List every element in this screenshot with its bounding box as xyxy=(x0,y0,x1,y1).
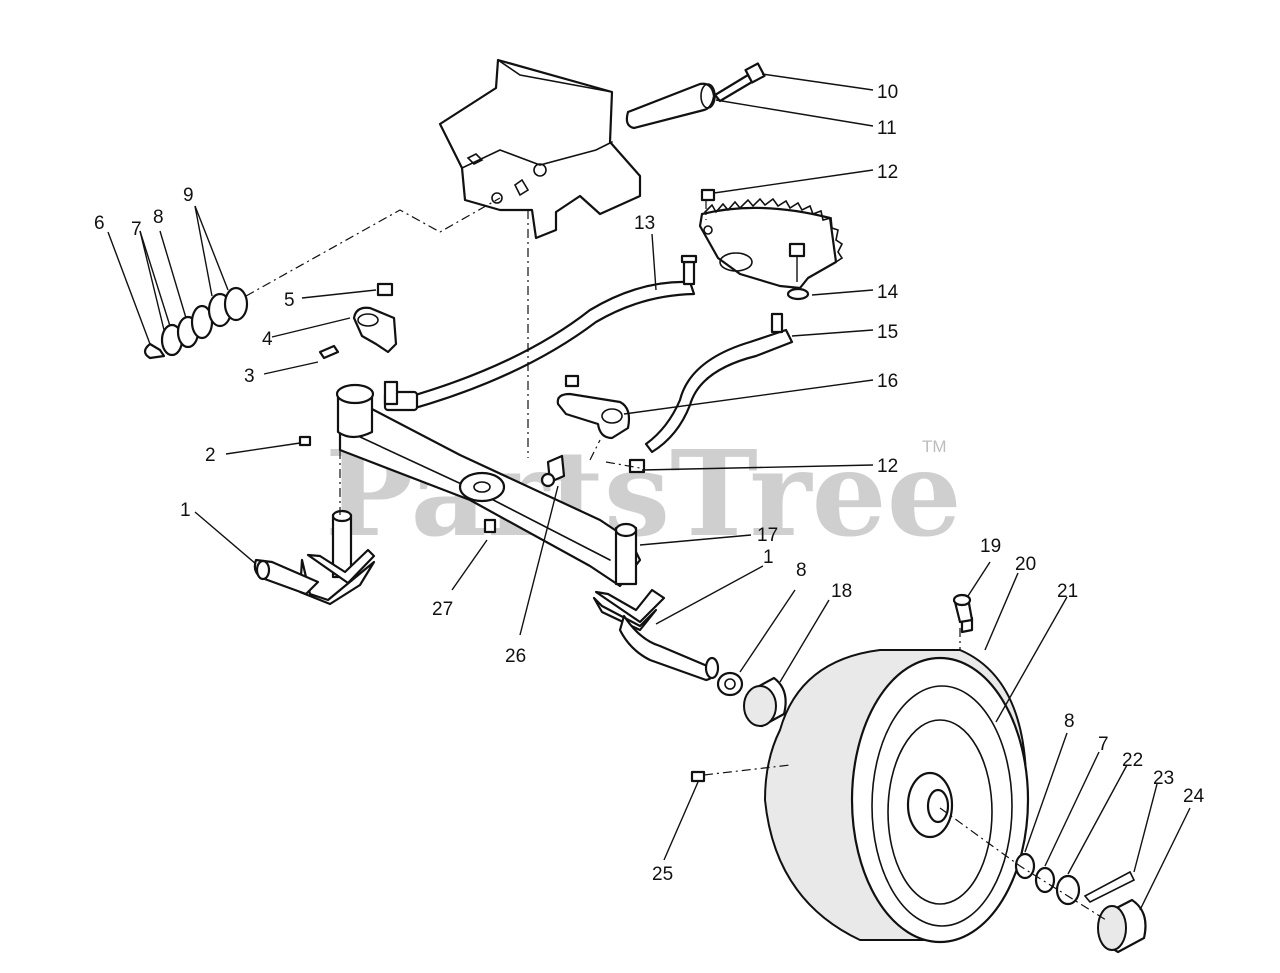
callout-24: 24 xyxy=(1183,786,1205,807)
washer-stack-left xyxy=(143,286,249,360)
steering-arm-right xyxy=(556,374,631,440)
right-spindle xyxy=(592,522,720,682)
callout-22: 22 xyxy=(1122,750,1143,771)
callout-17: 17 xyxy=(757,525,778,546)
callout-20: 20 xyxy=(1015,554,1036,575)
steering-gear-sector xyxy=(698,197,844,301)
frame-bracket xyxy=(438,58,642,240)
front-axle-beam xyxy=(298,383,642,588)
callout-2: 2 xyxy=(205,445,216,466)
hub-washer-8 xyxy=(1014,852,1036,880)
front-wheel-assembly xyxy=(763,593,1030,944)
callout-19: 19 xyxy=(980,536,1001,557)
callout-10: 10 xyxy=(877,82,898,103)
callout-12-top: 12 xyxy=(877,162,898,183)
callout-8-spindle: 8 xyxy=(796,560,807,581)
callout-23: 23 xyxy=(1153,768,1174,789)
callout-1-left: 1 xyxy=(180,500,191,521)
cotter-pin xyxy=(1083,870,1136,903)
callout-13: 13 xyxy=(634,213,655,234)
callout-21: 21 xyxy=(1057,581,1078,602)
assembly-center-lines xyxy=(245,197,1107,921)
spacer-sleeve xyxy=(743,676,787,728)
callout-3: 3 xyxy=(244,366,255,387)
grease-fitting-25 xyxy=(690,770,706,783)
hex-nut-top xyxy=(700,188,716,202)
callout-15: 15 xyxy=(877,322,898,343)
hub-washer-7 xyxy=(1034,866,1056,894)
callout-7-hub: 7 xyxy=(1098,734,1109,755)
hub-cap xyxy=(1097,898,1147,954)
callout-26: 26 xyxy=(505,646,526,667)
callout-18: 18 xyxy=(831,581,852,602)
callout-6: 6 xyxy=(94,213,105,234)
pivot-pin xyxy=(625,82,716,130)
roll-pin-3 xyxy=(318,344,340,360)
washer-8-spindle xyxy=(716,671,744,697)
watermark-trademark: TM xyxy=(922,437,947,456)
pivot-bolt xyxy=(713,62,766,103)
callout-1-right: 1 xyxy=(763,547,774,568)
callout-7-left: 7 xyxy=(131,219,142,240)
callout-27: 27 xyxy=(432,599,453,620)
callout-8-left: 8 xyxy=(153,207,164,228)
steering-arm-left xyxy=(352,306,399,406)
callout-25: 25 xyxy=(652,864,673,885)
callout-numbers: 10 11 12 13 14 15 16 12 9 8 7 6 5 4 3 2 … xyxy=(94,82,1205,885)
center-pivot-hardware xyxy=(483,454,566,534)
leader-lines xyxy=(107,73,1191,911)
callout-9: 9 xyxy=(183,185,194,206)
callout-8-hub: 8 xyxy=(1064,711,1075,732)
hex-nut-5 xyxy=(376,282,394,297)
callout-11: 11 xyxy=(877,118,897,139)
callout-4: 4 xyxy=(262,329,273,350)
callout-16: 16 xyxy=(877,371,898,392)
hub-washer-22 xyxy=(1055,874,1081,906)
callout-5: 5 xyxy=(284,290,295,311)
callout-12-mid: 12 xyxy=(877,456,898,477)
drag-link xyxy=(383,254,698,412)
callout-14: 14 xyxy=(877,282,899,303)
